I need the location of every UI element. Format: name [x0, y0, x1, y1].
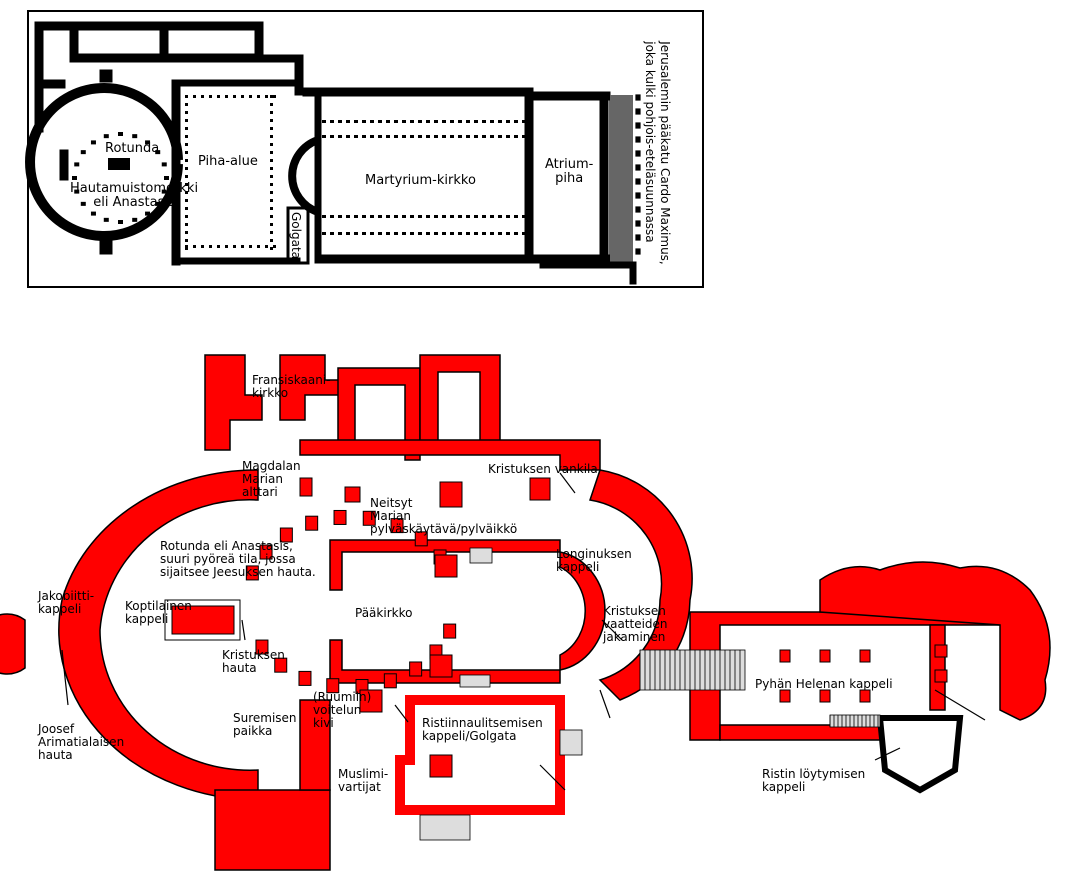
label-rotunda-desc: Rotunda eli Anastasis, suuri pyöreä tila…: [160, 539, 316, 579]
label-golgata: Golgata: [289, 211, 304, 260]
label-cardo-maximus: Jerusalemin pääkatu Cardo Maximus, joka …: [642, 41, 672, 265]
label-suremisen: Suremisen paikka: [233, 711, 297, 738]
label-rotunda: Rotunda: [105, 141, 160, 156]
label-pyhan-helenan: Pyhän Helenan kappeli: [755, 677, 893, 691]
label-atrium: Atrium- piha: [545, 157, 594, 186]
label-fransiskaani: Fransiskaani- kirkko: [252, 373, 331, 400]
label-longinuksen: Longinuksen kappeli: [556, 547, 632, 574]
label-muslimi: Muslimi- vartijat: [338, 767, 389, 794]
label-martyrium: Martyrium-kirkko: [365, 173, 476, 188]
label-paakirkko: Pääkirkko: [355, 606, 413, 620]
label-voitelun-kivi: (Ruumiin) voitelun kivi: [313, 690, 372, 730]
colonnade-piers: [164, 477, 948, 778]
label-kristuksen-hauta: Kristuksen hauta: [222, 648, 285, 675]
modern-plan-walls: [0, 354, 1051, 871]
label-ristin-loytymisen: Ristin löytymisen kappeli: [762, 767, 866, 794]
label-neitsyt: Neitsyt Marian pylväskäytävä/pylväikkö: [370, 496, 518, 536]
label-magdalan: Magdalan Marian alttari: [242, 459, 301, 499]
top-plan-walls: [25, 21, 637, 285]
label-hautamuistomerkki: Hautamuistomerkki eli Anastasis: [70, 181, 199, 210]
label-kristuksen-vankila: Kristuksen vankila: [488, 462, 598, 476]
label-kristuksen-vaatteiden: Kristuksen vaatteiden jakaminen: [603, 604, 668, 644]
cardo-hatching: [609, 94, 641, 262]
label-piha-alue: Piha-alue: [198, 154, 258, 169]
pointer-arrows: [61, 472, 986, 791]
label-jakobiitti: Jakobiitti- kappeli: [38, 589, 95, 616]
label-joosef: Joosef Arimatialaisen hauta: [38, 722, 125, 762]
label-koptilainen: Koptilainen kappeli: [125, 599, 192, 626]
top-plan-columns: [72, 95, 526, 250]
stairs: [419, 547, 881, 841]
label-ristiinnaulitsemisen: Ristiinnaulitsemisen kappeli/Golgata: [422, 716, 543, 743]
